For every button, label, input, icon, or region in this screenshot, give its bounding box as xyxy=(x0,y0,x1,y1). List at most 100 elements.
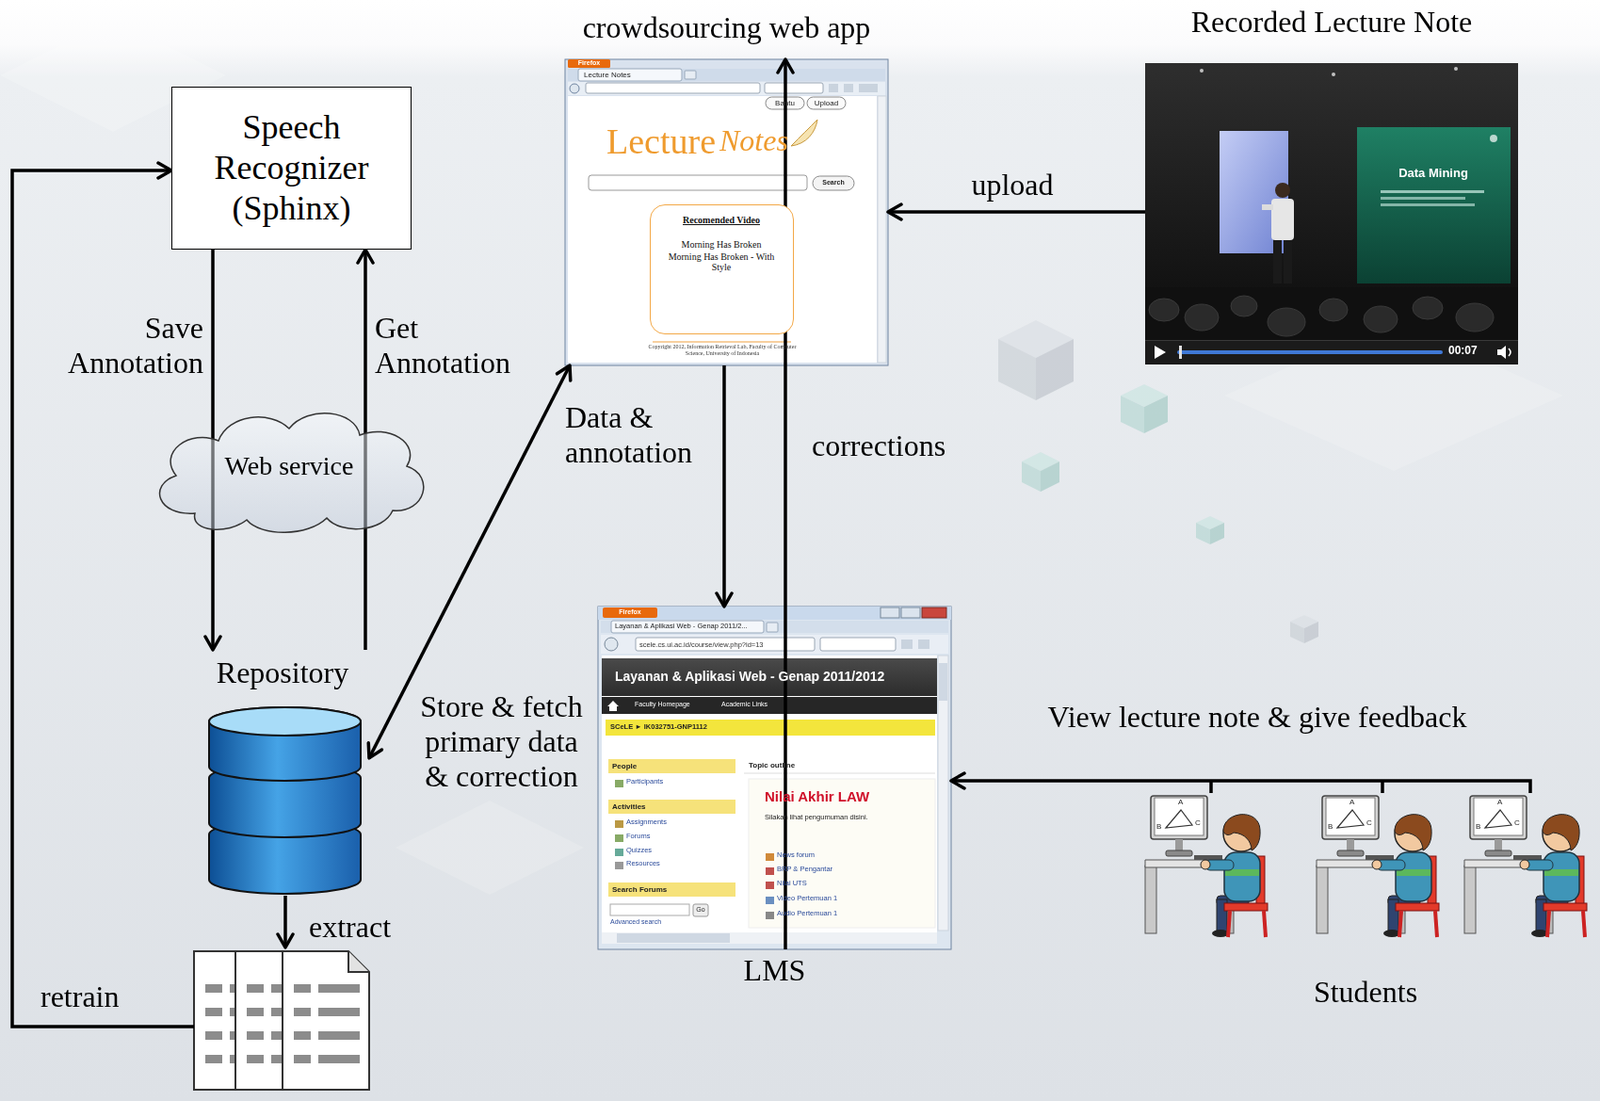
lms-screenshot-frame xyxy=(693,904,709,917)
lms-screenshot-frame xyxy=(614,848,624,857)
app-screenshot-frame xyxy=(791,119,818,146)
node-heading: Repository xyxy=(177,655,388,691)
vertex-letter: A xyxy=(1497,798,1503,807)
lms-screenshot-frame xyxy=(608,882,736,897)
lms-screenshot-frame xyxy=(605,719,936,736)
edge-label: View lecture note & give feedback xyxy=(979,699,1536,735)
edge-label: Store & fetch primary data & correction xyxy=(414,689,589,793)
document-icons xyxy=(205,984,223,993)
edge-note: retrain xyxy=(40,979,120,1015)
ui-text: SCeLE ► IK032751-GNP1112 xyxy=(610,723,708,732)
student-icons xyxy=(1316,795,1439,938)
app-screenshot-frame xyxy=(565,59,889,366)
lms-screenshot-frame xyxy=(748,778,936,928)
video-frame xyxy=(1380,203,1475,207)
video-frame xyxy=(1261,204,1274,211)
leader-line xyxy=(1209,780,1213,793)
video-frame xyxy=(1275,182,1291,198)
app-screenshot-frame xyxy=(578,68,682,81)
vertex-letter: A xyxy=(1178,798,1183,807)
lms-screenshot-frame xyxy=(938,662,948,701)
vertex-letter: B xyxy=(1156,823,1162,831)
app-screenshot-frame xyxy=(567,59,611,68)
ui-text: Layanan & Aplikasi Web - Genap 2011/2... xyxy=(614,622,748,631)
lms-screenshot-frame xyxy=(820,637,896,651)
student-group: Students xyxy=(1134,792,1597,1010)
lms-screenshot-frame xyxy=(611,620,764,633)
node-heading: crowdsourcing web app xyxy=(527,10,926,46)
video-frame xyxy=(1454,66,1458,71)
document-icons xyxy=(205,1054,223,1064)
document-icons xyxy=(318,1007,360,1017)
app-screenshot-frame xyxy=(843,83,854,93)
video-frame xyxy=(1179,345,1182,359)
app-screenshot-frame xyxy=(807,96,846,110)
app-screenshot-frame xyxy=(764,82,824,94)
ui-text: News forum xyxy=(776,851,815,860)
app-screenshot-frame xyxy=(588,175,808,191)
cube-pattern xyxy=(1040,461,1060,492)
video-frame xyxy=(1184,304,1219,331)
edge-label: Save Annotation xyxy=(52,310,204,381)
video-frame xyxy=(1273,238,1282,284)
lms-screenshot-frame xyxy=(765,911,775,920)
video-frame xyxy=(1145,63,1519,365)
lms-screenshot-frame xyxy=(765,881,775,889)
node-text: Speech Recognizer (Sphinx) xyxy=(179,107,404,230)
lms-screenshot-frame xyxy=(918,639,930,649)
vertex-letter: C xyxy=(1514,819,1520,827)
ui-text: Resources xyxy=(626,859,661,869)
student-icons xyxy=(1145,795,1587,938)
document-icons xyxy=(246,1031,264,1040)
document-icons xyxy=(293,1007,311,1017)
ui-text: Layanan & Aplikasi Web - Genap 2011/2012 xyxy=(614,668,885,684)
ui-text: scele.cs.ui.ac.id/course/view.php?id=13 xyxy=(639,641,764,650)
node-heading: Students xyxy=(1134,974,1597,1010)
video-frame xyxy=(1497,345,1506,359)
process-box: Speech Recognizer (Sphinx) xyxy=(171,86,412,250)
video-frame xyxy=(1489,134,1498,143)
leader-line xyxy=(12,170,1383,1027)
lms-screenshot-frame xyxy=(614,820,624,828)
recommend-panel: Recomended VideoMorning Has BrokenMornin… xyxy=(649,204,794,335)
lms-screenshot-frame xyxy=(635,637,815,651)
app-screenshot-frame xyxy=(567,96,877,363)
app-screenshot-frame xyxy=(812,176,855,191)
app-screenshot-frame xyxy=(567,68,886,81)
cube-pattern xyxy=(1021,461,1041,492)
ui-text: Nilai UTS xyxy=(776,879,808,889)
lms-screenshot-frame xyxy=(597,606,952,950)
cube-pattern xyxy=(1144,395,1168,434)
cylinder-segment xyxy=(209,707,361,781)
ui-text: Academic Links xyxy=(721,700,768,709)
ui-text: Morning Has Broken xyxy=(658,239,785,251)
video-frame xyxy=(1412,296,1443,320)
edge-label: corrections xyxy=(811,428,977,464)
vertex-letter: A xyxy=(1349,798,1355,807)
ui-text: Go xyxy=(693,904,709,917)
lms-screenshot-frame xyxy=(616,933,730,943)
lms-screenshot-frame xyxy=(597,606,952,620)
video-frame xyxy=(1357,127,1511,284)
video-frame xyxy=(1199,68,1204,73)
lms-screenshot-frame xyxy=(766,622,778,632)
edge-note: extract xyxy=(308,909,391,945)
lms-screenshot-frame xyxy=(608,759,736,774)
ui-text: Firefox xyxy=(567,59,611,68)
cloud-outline xyxy=(160,413,424,534)
document-icons xyxy=(205,1007,223,1017)
video-frame xyxy=(1455,303,1494,332)
database-cylinder: Repository xyxy=(195,649,370,896)
ui-text: Data Mining xyxy=(1386,166,1481,181)
app-screenshot-frame xyxy=(684,70,696,80)
lms-screenshot-frame xyxy=(937,655,949,931)
document-icons xyxy=(246,1054,264,1064)
document-icons xyxy=(348,951,370,972)
lms-screenshot-frame xyxy=(765,896,775,905)
video-frame xyxy=(1145,287,1519,340)
lms-screenshot-frame xyxy=(600,620,949,633)
cylinder-outline xyxy=(207,706,363,896)
app-screenshot-frame xyxy=(569,83,580,94)
lms-screenshot-frame xyxy=(601,932,938,944)
